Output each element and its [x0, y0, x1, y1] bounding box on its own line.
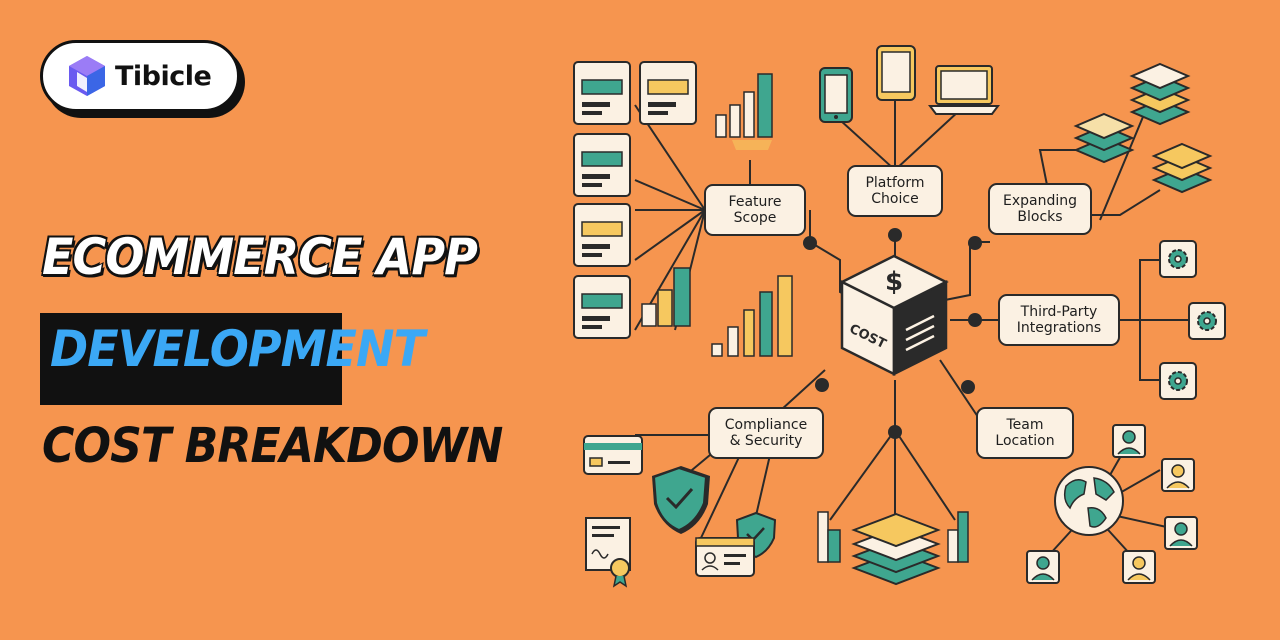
bar-chart-icon — [947, 511, 969, 563]
wireframe-screen-icon — [573, 133, 631, 197]
cost-symbol: $ — [885, 267, 903, 297]
user-avatar-icon — [1161, 458, 1195, 492]
bar-chart-icon — [817, 511, 841, 563]
stacked-layers-icon — [1073, 112, 1135, 164]
node-team-location: Team Location — [976, 407, 1074, 459]
cost-cube: $ COST — [839, 254, 949, 377]
globe-icon — [1054, 466, 1124, 536]
stacked-layers-icon — [851, 512, 941, 586]
headline-highlight-box — [40, 313, 342, 405]
node-expanding-blocks: Expanding Blocks — [988, 183, 1092, 235]
wireframe-screen-icon — [573, 275, 631, 339]
user-avatar-icon — [1164, 516, 1198, 550]
smartphone-icon — [819, 67, 853, 123]
bar-chart-icon — [711, 275, 793, 357]
stacked-layers-icon — [1129, 62, 1191, 126]
laptop-icon — [928, 65, 1000, 115]
id-card-icon — [695, 537, 755, 577]
gear-icon — [1188, 302, 1226, 340]
brand-logo[interactable]: Tibicle — [40, 40, 240, 112]
headline-line-2: Development — [50, 320, 425, 378]
node-third-party-integrations: Third-Party Integrations — [998, 294, 1120, 346]
wireframe-screen-icon — [573, 61, 631, 125]
node-platform-choice: Platform Choice — [847, 165, 943, 217]
user-avatar-icon — [1122, 550, 1156, 584]
user-avatar-icon — [1026, 550, 1060, 584]
tablet-icon — [876, 45, 916, 101]
gear-icon — [1159, 240, 1197, 278]
gear-icon — [1159, 362, 1197, 400]
bar-chart-icon — [715, 73, 773, 150]
node-feature-scope: Feature Scope — [704, 184, 806, 236]
brand-name: Tibicle — [115, 60, 212, 92]
tibicle-logo-icon — [69, 56, 105, 96]
headline-line-3: Cost Breakdown — [42, 418, 503, 474]
wireframe-screen-icon — [573, 203, 631, 267]
certificate-icon — [585, 517, 631, 588]
node-compliance-security: Compliance & Security — [708, 407, 824, 459]
payment-card-icon — [583, 435, 643, 475]
bar-chart-icon — [641, 267, 691, 327]
shield-check-icon — [652, 466, 710, 534]
user-avatar-icon — [1112, 424, 1146, 458]
wireframe-screen-icon — [639, 61, 697, 125]
stacked-layers-icon — [1151, 142, 1213, 194]
headline-line-1: Ecommerce App — [42, 228, 478, 286]
